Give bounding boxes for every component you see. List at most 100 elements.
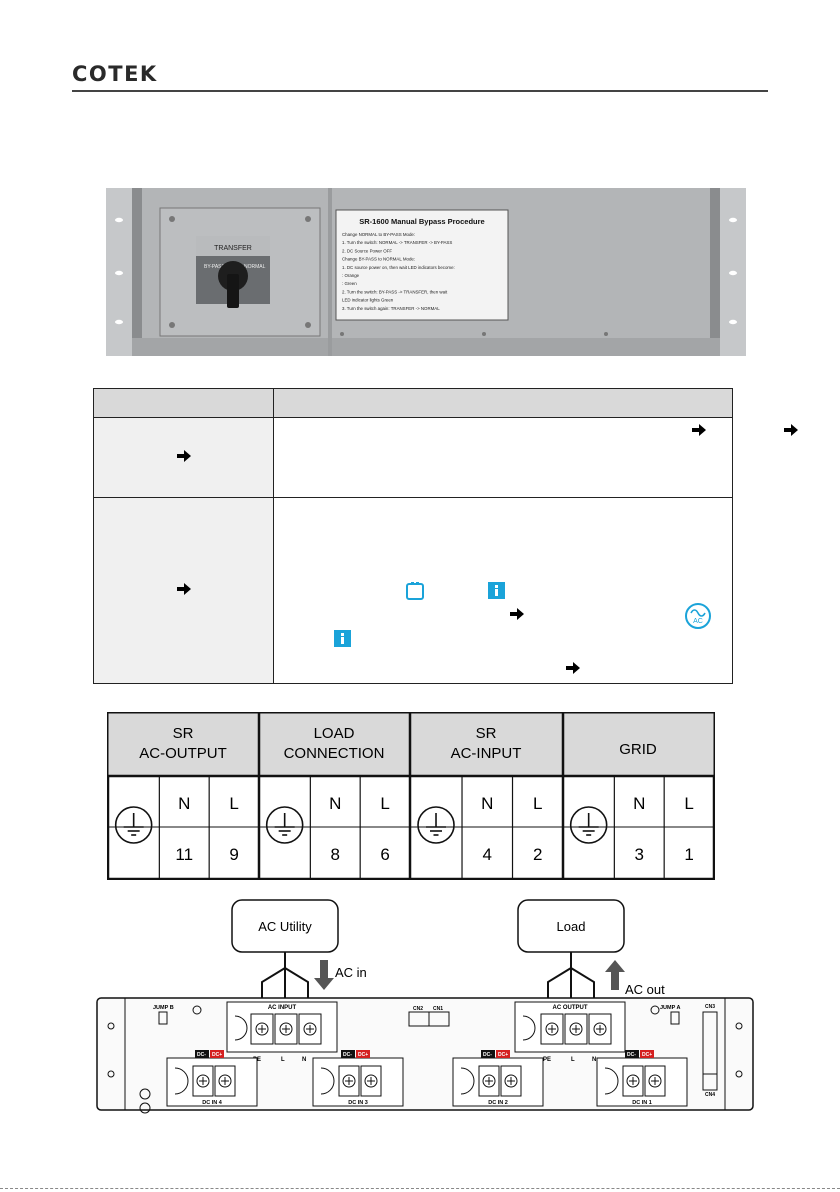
arrow-right-icon (176, 583, 191, 595)
cn2-label: CN2 (413, 1006, 423, 1012)
mode-normal-to-bypass (93, 417, 274, 498)
steps-bypass-to-normal: AC (273, 497, 733, 684)
arrow-right-icon (784, 424, 798, 436)
terminal-l-label: L (684, 794, 693, 813)
placard-line: 2. DC Source Power OFF (342, 248, 392, 253)
procedure-table: AC (93, 388, 798, 684)
header-grid: GRID (619, 741, 657, 758)
ac-input-n-label: N (302, 1057, 306, 1063)
terminal-n-number: 3 (635, 845, 644, 864)
load-label: Load (557, 919, 586, 934)
brand-logo: COTEK (72, 62, 158, 86)
dc-plus-label: DC+ (498, 1052, 508, 1058)
placard-line: : Green (342, 281, 357, 286)
ground-icon (417, 806, 455, 844)
placard-line: : Orange (342, 273, 360, 278)
ac-icon: AC (685, 603, 711, 629)
dc-plus-label: DC+ (212, 1052, 222, 1058)
dc-input-block: DC- DC+ DC IN 2 (452, 1050, 544, 1107)
header-sr-ac-input-line2: AC-INPUT (451, 745, 522, 762)
dc-input-block: DC- DC+ DC IN 1 (596, 1050, 688, 1107)
ac-output-n-label: N (592, 1057, 596, 1063)
header-divider (72, 90, 768, 92)
info-icon (334, 630, 351, 647)
dc-minus-label: DC- (483, 1052, 492, 1058)
jump-b-label: JUMP B (153, 1005, 174, 1011)
placard-title: SR-1600 Manual Bypass Procedure (359, 217, 484, 226)
dc-in-label: DC IN 2 (488, 1100, 508, 1106)
svg-text:AC: AC (693, 618, 703, 625)
arrow-right-icon (510, 608, 524, 620)
terminal-n-number: 11 (175, 845, 193, 864)
page-bottom-border (0, 1188, 840, 1189)
info-icon (488, 582, 505, 599)
terminal-l-label: L (380, 794, 389, 813)
dc-input-block: DC- DC+ DC IN 4 (166, 1050, 258, 1107)
battery-icon (406, 582, 424, 600)
ac-output-l-label: L (571, 1057, 575, 1063)
arrow-right-icon (176, 450, 191, 462)
terminal-l-number: 1 (684, 845, 693, 864)
rear-panel-wiring-diagram: AC Utility Load AC in AC out JUMP B JUMP… (96, 899, 754, 1114)
ac-utility-label: AC Utility (258, 919, 312, 934)
terminal-n-number: 8 (331, 845, 340, 864)
cn1-label: CN1 (433, 1006, 443, 1012)
arrow-right-icon (566, 662, 580, 674)
ground-icon (569, 806, 608, 844)
bypass-panel-image: TRANSFER BY-PASS NORMAL SR-1600 Manual B… (106, 188, 746, 356)
placard-line: LED indicator lights Green (342, 298, 394, 303)
placard-line: Change BY-PASS to NORMAL Mode: (342, 257, 415, 262)
cn4-label: CN4 (705, 1092, 715, 1098)
ac-output-pe-label: PE (543, 1057, 551, 1063)
dc-minus-label: DC- (197, 1052, 206, 1058)
terminal-l-label: L (229, 794, 238, 813)
arrow-right-icon (692, 424, 706, 436)
ground-icon (265, 806, 304, 844)
header-sr-ac-output-line1: SR (173, 725, 194, 742)
terminal-n-label: N (178, 794, 190, 813)
ac-in-label: AC in (335, 965, 367, 980)
placard-line: Change NORMAL to BY-PASS Mode: (342, 232, 415, 237)
ac-output-label: AC OUTPUT (553, 1005, 588, 1011)
jump-a-label: JUMP A (660, 1005, 681, 1011)
ac-out-label: AC out (625, 982, 665, 997)
header-sr-ac-input-line1: SR (476, 725, 497, 742)
knob-bypass-label: BY-PASS (204, 264, 226, 270)
ac-input-l-label: L (281, 1057, 285, 1063)
cn3-label: CN3 (705, 1004, 715, 1010)
ground-icon (114, 806, 153, 844)
knob-title: TRANSFER (214, 245, 252, 252)
terminal-n-label: N (633, 794, 645, 813)
ac-input-label: AC INPUT (268, 1005, 297, 1011)
procedure-table-header-steps (273, 388, 733, 418)
dc-input-block: DC- DC+ DC IN 3 (312, 1050, 404, 1107)
steps-normal-to-bypass (273, 417, 798, 498)
terminal-l-number: 6 (380, 845, 389, 864)
ac-in-arrow-icon (314, 960, 334, 990)
placard-line: 1. Turn the switch: NORMAL -> TRANSFER -… (342, 240, 452, 245)
dc-in-label: DC IN 3 (348, 1100, 368, 1106)
placard-line: 3. Turn the switch again: TRANSFER -> NO… (342, 306, 440, 311)
dc-minus-label: DC- (627, 1052, 636, 1058)
terminal-n-label: N (481, 794, 493, 813)
terminal-n-label: N (329, 794, 341, 813)
dc-plus-label: DC+ (642, 1052, 652, 1058)
header-sr-ac-output-line2: AC-OUTPUT (139, 745, 227, 762)
dc-in-label: DC IN 1 (632, 1100, 652, 1106)
terminal-l-number: 2 (533, 845, 542, 864)
dc-minus-label: DC- (343, 1052, 352, 1058)
header-load-connection-line2: CONNECTION (284, 745, 385, 762)
header-load-connection-line1: LOAD (314, 725, 355, 742)
placard-line: 1. DC source power on, then wait LED ind… (342, 265, 455, 270)
mode-bypass-to-normal (93, 497, 274, 684)
knob-normal-label: NORMAL (244, 264, 266, 270)
terminal-l-label: L (533, 794, 542, 813)
placard-line: 2. Turn the switch: BY-PASS -> TRANSFER,… (342, 289, 448, 294)
terminal-l-number: 9 (229, 845, 238, 864)
dc-in-label: DC IN 4 (202, 1100, 223, 1106)
terminal-connection-table: N L 11 9 N L 8 6 N L 4 2 N L 3 1 SR AC-OUTPUT LOAD CONN… (107, 712, 715, 880)
procedure-table-header-mode (93, 388, 274, 418)
terminal-n-number: 4 (483, 845, 492, 864)
ac-out-arrow-icon (605, 960, 625, 990)
dc-plus-label: DC+ (358, 1052, 368, 1058)
